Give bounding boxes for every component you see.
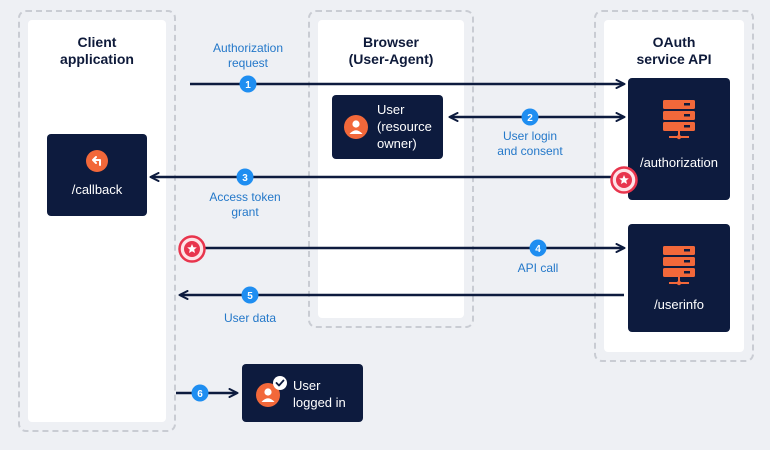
browser-title: Browser (User-Agent)	[348, 34, 434, 67]
user-icon	[256, 383, 280, 407]
user-login-consent-label: User login and consent	[497, 129, 563, 158]
authorization-request-label: Authorization request	[212, 41, 284, 70]
step-5-number: 5	[247, 291, 253, 302]
check-icon	[273, 376, 287, 390]
step-4-badge: 4	[529, 239, 547, 257]
browser-lane: Browser (User-Agent)	[308, 10, 474, 328]
user-resource-owner-box: User (resource owner)	[332, 95, 443, 159]
api-call-label: API call	[517, 261, 559, 275]
step-4-number: 4	[535, 244, 541, 255]
step-6-number: 6	[197, 389, 203, 400]
user-logged-in-label: User logged in	[293, 378, 346, 410]
callback-label: /callback	[71, 182, 123, 197]
callback-endpoint-box: /callback	[47, 134, 147, 216]
step-6-badge: 6	[191, 384, 209, 402]
client-application-title: Client application	[60, 34, 134, 67]
step-2-number: 2	[527, 113, 533, 124]
step-1-number: 1	[245, 80, 251, 91]
server-icon	[663, 246, 695, 286]
authorization-label: /authorization	[639, 155, 719, 170]
step-5-badge: 5	[241, 286, 259, 304]
access-token-grant-label: Access token grant	[209, 190, 281, 219]
server-icon	[663, 100, 695, 140]
user-resource-owner-label: User (resource owner)	[377, 102, 432, 151]
step-3-number: 3	[242, 173, 248, 184]
user-logged-in-box: User logged in	[242, 364, 363, 422]
user-icon	[344, 115, 368, 139]
step-2-badge: 2	[521, 108, 539, 126]
userinfo-endpoint-box: /userinfo	[628, 224, 730, 332]
userinfo-label: /userinfo	[654, 297, 704, 312]
client-application-lane: Client application	[18, 10, 176, 432]
star-token-icon	[610, 166, 638, 194]
step-1-badge: 1	[239, 75, 257, 93]
star-token-icon	[178, 235, 206, 263]
return-arrow-icon	[86, 150, 108, 172]
oauth-service-title: OAuth service API	[636, 34, 712, 67]
step-3-badge: 3	[236, 168, 254, 186]
user-data-label: User data	[223, 311, 277, 325]
authorization-endpoint-box: /authorization	[628, 78, 730, 200]
